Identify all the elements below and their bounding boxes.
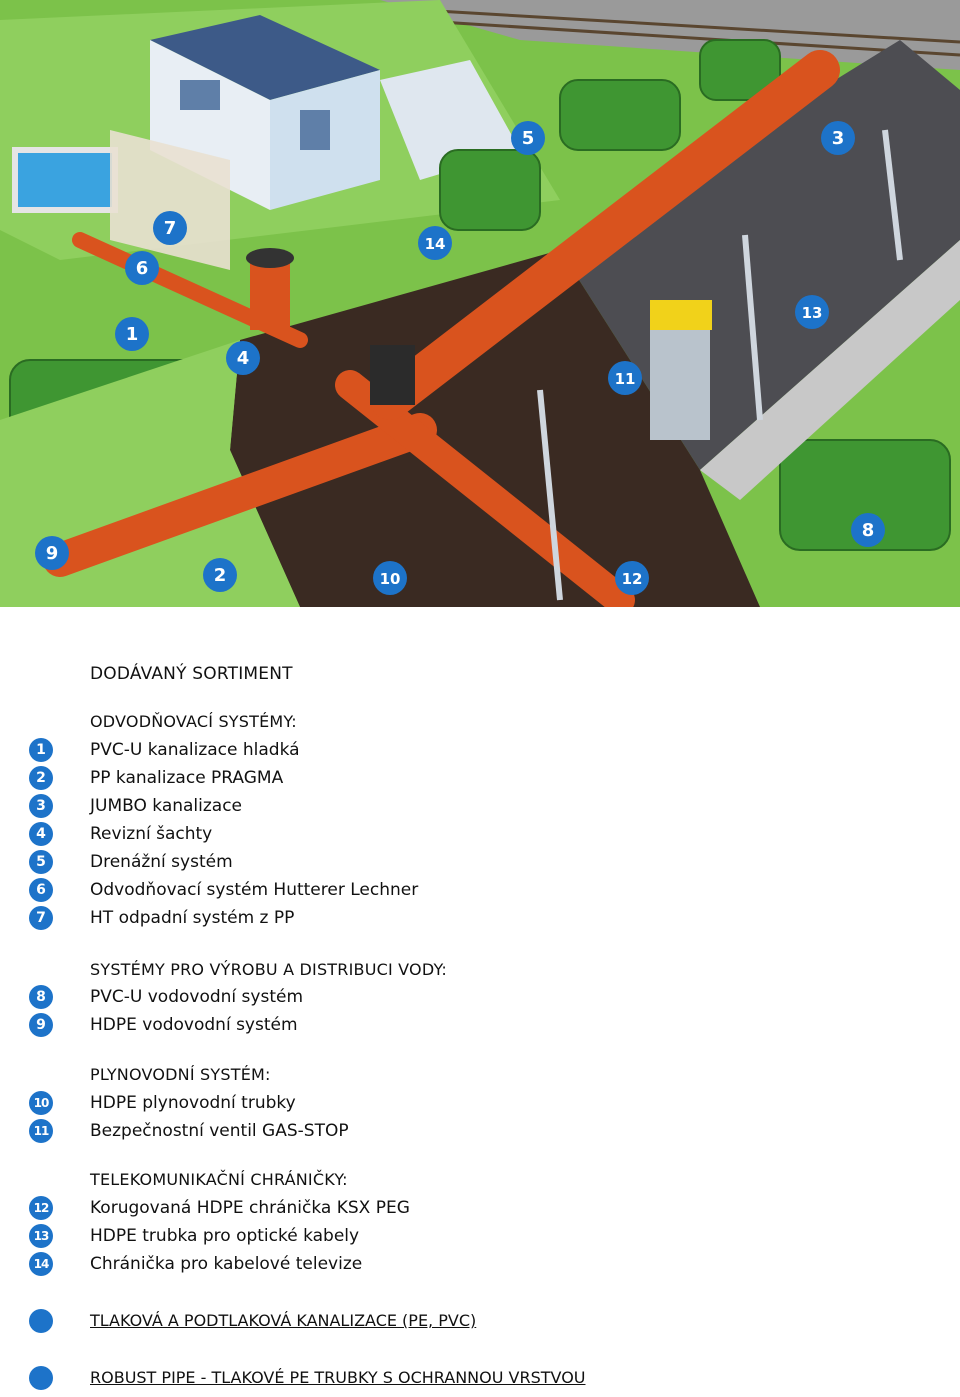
item-text: JUMBO kanalizace — [90, 796, 243, 816]
item-text: Drenážní systém — [90, 852, 233, 872]
callout-3: 3 — [821, 121, 855, 155]
callout-2: 2 — [203, 558, 237, 592]
section-title-drainage: ODVODŇOVACÍ SYSTÉMY: — [90, 712, 297, 731]
item-text: PVC-U kanalizace hladká — [90, 740, 300, 760]
callout-label: 3 — [832, 128, 845, 149]
item-text: PP kanalizace PRAGMA — [90, 768, 284, 788]
number-badge: 2 — [29, 766, 53, 790]
list-item: 6 Odvodňovací systém Hutterer Lechner — [0, 878, 700, 906]
callout-1: 1 — [115, 317, 149, 351]
callout-7: 7 — [153, 211, 187, 245]
callout-label: 12 — [622, 570, 643, 588]
number-badge: 11 — [29, 1119, 53, 1143]
callout-4: 4 — [226, 341, 260, 375]
list-item: 13 HDPE trubka pro optické kabely — [0, 1224, 700, 1252]
callout-10: 10 — [373, 561, 407, 595]
callout-label: 5 — [522, 128, 535, 149]
number-badge: 4 — [29, 822, 53, 846]
section-title-water: SYSTÉMY PRO VÝROBU A DISTRIBUCI VODY: — [90, 960, 447, 979]
section-title-telecom: TELEKOMUNIKAČNÍ CHRÁNIČKY: — [90, 1170, 348, 1189]
item-text: Korugovaná HDPE chránička KSX PEG — [90, 1198, 410, 1218]
callout-label: 1 — [126, 324, 139, 345]
number-badge: 5 — [29, 850, 53, 874]
item-text: Bezpečnostní ventil GAS-STOP — [90, 1121, 349, 1141]
item-text: Revizní šachty — [90, 824, 213, 844]
callout-label: 11 — [615, 370, 636, 388]
list-item: 7 HT odpadní systém z PP — [0, 906, 700, 934]
bullet-dot — [29, 1366, 53, 1390]
list-item: 12 Korugovaná HDPE chránička KSX PEG — [0, 1196, 700, 1224]
list-item: 5 Drenážní systém — [0, 850, 700, 878]
infrastructure-illustration: 1 2 3 4 5 6 7 8 9 10 11 12 13 14 — [0, 0, 960, 607]
callout-label: 7 — [164, 218, 177, 239]
number-badge: 14 — [29, 1252, 53, 1276]
callout-12: 12 — [615, 561, 649, 595]
bullet-dot — [29, 1309, 53, 1333]
item-text: Chránička pro kabelové televize — [90, 1254, 363, 1274]
callout-13: 13 — [795, 295, 829, 329]
callout-8: 8 — [851, 513, 885, 547]
item-text: HDPE vodovodní systém — [90, 1015, 298, 1035]
number-badge: 7 — [29, 906, 53, 930]
list-item: 4 Revizní šachty — [0, 822, 700, 850]
callout-14: 14 — [418, 226, 452, 260]
number-badge: 6 — [29, 878, 53, 902]
number-badge: 3 — [29, 794, 53, 818]
item-text: PVC-U vodovodní systém — [90, 987, 303, 1007]
callout-label: 8 — [862, 520, 875, 541]
callout-label: 10 — [380, 570, 401, 588]
callout-label: 13 — [802, 304, 823, 322]
item-text: HDPE plynovodní trubky — [90, 1093, 296, 1113]
number-badge: 12 — [29, 1196, 53, 1220]
item-text: HDPE trubka pro optické kabely — [90, 1226, 360, 1246]
callout-6: 6 — [125, 251, 159, 285]
list-item: 8 PVC-U vodovodní systém — [0, 985, 700, 1013]
list-item: 1 PVC-U kanalizace hladká — [0, 738, 700, 766]
callout-label: 4 — [237, 348, 250, 369]
list-item: 9 HDPE vodovodní systém — [0, 1013, 700, 1041]
number-badge: 13 — [29, 1224, 53, 1248]
number-badge: 10 — [29, 1091, 53, 1115]
item-text: Odvodňovací systém Hutterer Lechner — [90, 880, 419, 900]
link-robust-pipe[interactable]: ROBUST PIPE - TLAKOVÉ PE TRUBKY S OCHRAN… — [90, 1368, 586, 1387]
section-title-gas: PLYNOVODNÍ SYSTÉM: — [90, 1065, 271, 1084]
callout-label: 14 — [425, 235, 446, 253]
callout-9: 9 — [35, 536, 69, 570]
link-pressure-sewer[interactable]: TLAKOVÁ A PODTLAKOVÁ KANALIZACE (PE, PVC… — [90, 1311, 477, 1330]
callout-11: 11 — [608, 361, 642, 395]
list-item: 3 JUMBO kanalizace — [0, 794, 700, 822]
list-item: 2 PP kanalizace PRAGMA — [0, 766, 700, 794]
number-badge: 1 — [29, 738, 53, 762]
page-heading: DODÁVANÝ SORTIMENT — [90, 664, 293, 684]
callout-label: 9 — [46, 543, 59, 564]
number-badge: 8 — [29, 985, 53, 1009]
callout-label: 2 — [214, 565, 227, 586]
list-item: 10 HDPE plynovodní trubky — [0, 1091, 700, 1119]
callout-label: 6 — [136, 258, 149, 279]
callout-5: 5 — [511, 121, 545, 155]
list-item: 14 Chránička pro kabelové televize — [0, 1252, 700, 1280]
item-text: HT odpadní systém z PP — [90, 908, 295, 928]
number-badge: 9 — [29, 1013, 53, 1037]
list-item: 11 Bezpečnostní ventil GAS-STOP — [0, 1119, 700, 1147]
